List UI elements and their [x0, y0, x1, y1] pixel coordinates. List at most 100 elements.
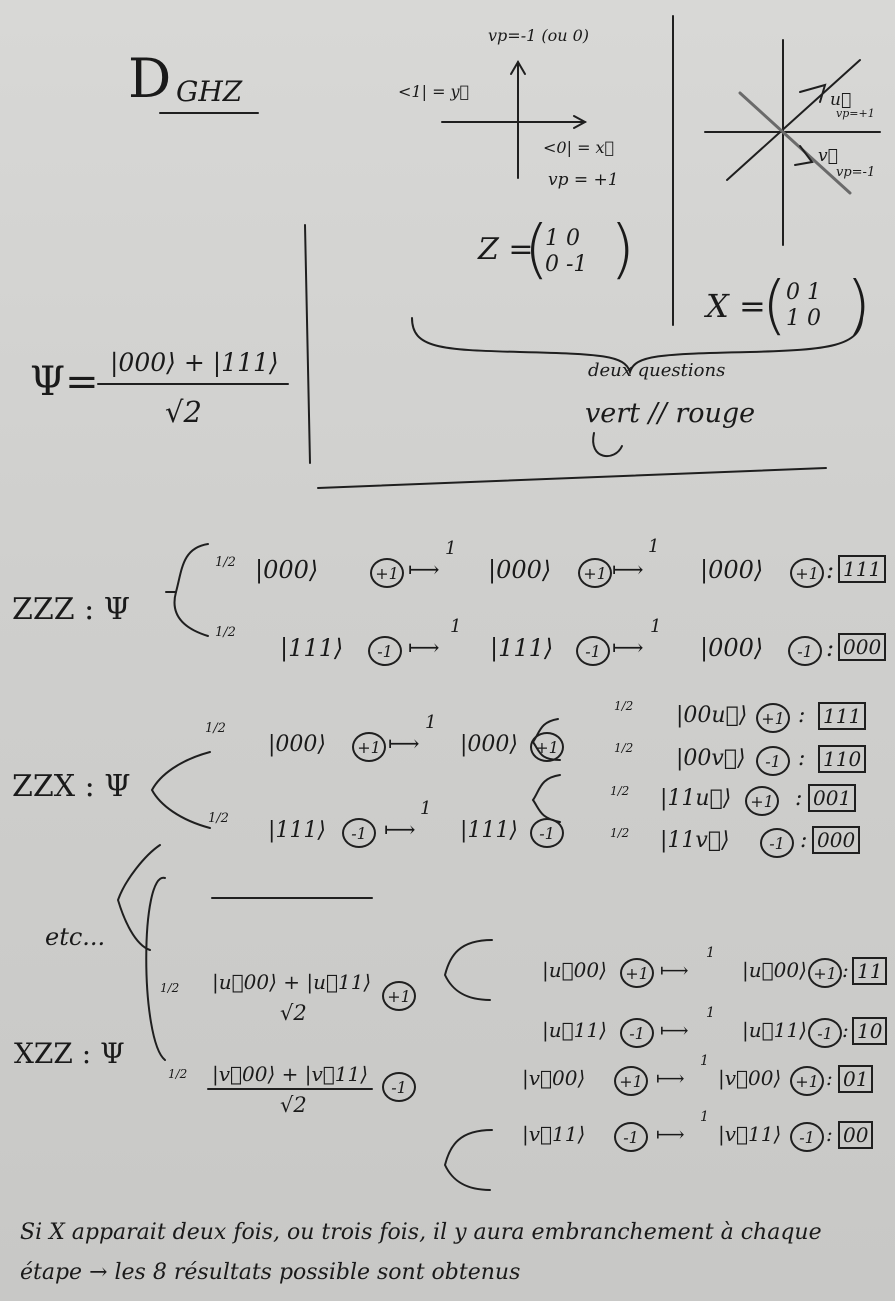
xzz-r1b1-eigen: +1 [620, 958, 654, 988]
zzx-r1-eigen2: +1 [530, 732, 564, 762]
zzz-r1-prob: 1/2 [215, 555, 236, 570]
etc-text: etc... [45, 923, 106, 951]
zzz-r2-eigen2: -1 [576, 636, 610, 666]
zzz-r2-eigen3: -1 [788, 636, 822, 666]
zzz-r2-state1: |111⟩ [280, 634, 344, 662]
xzz-r2-prob: 1/2 [168, 1067, 188, 1081]
zzx-r2b1-colon: : [795, 786, 803, 811]
zzx-label: ZZX : Ψ [12, 769, 131, 804]
xzz-r1-denominator: √2 [280, 1001, 307, 1025]
xzz-r1b1-state: |u⃗00⟩ [542, 958, 607, 982]
zzz-r1-state2: |000⟩ [488, 556, 552, 584]
zzz-r2-arrow2: ⟼ [612, 636, 644, 661]
xzz-r1b2-result: 10 [852, 1017, 888, 1045]
axis-top-label: vp=-1 (ou 0) [488, 26, 590, 45]
xzz-r2b2-state: |v⃗11⟩ [522, 1122, 586, 1146]
axis-left-label: <1| = y⃗ [398, 82, 470, 101]
u-vp-label: vp=+1 [836, 107, 875, 120]
zzz-r1-arrow1: ⟼ [408, 558, 440, 583]
xzz-r2-denominator: √2 [280, 1093, 307, 1117]
xzz-r1b2-eigen: -1 [620, 1018, 654, 1048]
zzz-r2-arrow1-label: 1 [450, 616, 462, 637]
xzz-r1-prob: 1/2 [160, 981, 180, 995]
psi-symbol: Ψ= [30, 359, 99, 405]
zzz-r1-arrow2-label: 1 [648, 536, 660, 557]
zzx-r1-state1: |000⟩ [268, 732, 326, 757]
title-ghz: GHZ [176, 75, 243, 108]
zzz-r2-eigen1: -1 [368, 636, 402, 666]
zzx-r2-prob: 1/2 [208, 811, 229, 826]
zzz-r1-eigen1: +1 [370, 558, 404, 588]
psi-numerator: |000⟩ + |111⟩ [110, 348, 279, 377]
xzz-r2b1-eigen: +1 [614, 1066, 648, 1096]
xzz-r1b1-state2: |u⃗00⟩ [742, 958, 807, 982]
zzz-r1-colon: : [826, 556, 835, 584]
questions-line2: vert // rouge [585, 398, 756, 429]
zzx-r1b2-state: |00v⃗⟩ [676, 746, 746, 771]
xzz-r1b1-arrow-label: 1 [706, 945, 715, 961]
zzx-r1-prob: 1/2 [205, 721, 226, 736]
zzz-r2-colon: : [826, 634, 835, 662]
footer-line1: Si X apparait deux fois, ou trois fois, … [20, 1220, 822, 1245]
xzz-r1b2-arrow: ⟼ [660, 1018, 689, 1042]
xzz-r1b2-arrow-label: 1 [706, 1005, 715, 1021]
z-matrix-rparen: ) [610, 213, 635, 287]
zzx-r1-arrow-label: 1 [425, 712, 437, 733]
xzz-r1b1-colon: : [842, 958, 849, 982]
xzz-r1b2-state: |u⃗11⟩ [542, 1018, 607, 1042]
axis-right-label: <0| = x⃗ [543, 138, 615, 157]
zzz-r2-arrow1: ⟼ [408, 636, 440, 661]
zzx-r1b2-colon: : [798, 746, 806, 771]
xzz-r2-numerator: |v⃗00⟩ + |v⃗11⟩ [212, 1062, 369, 1086]
zzx-r2b2-prob: 1/2 [610, 826, 630, 840]
zzx-r2b1-result: 001 [808, 784, 857, 812]
zzx-r1b2-eigen: -1 [756, 746, 790, 776]
x-matrix-lparen: ( [762, 269, 787, 343]
xzz-r1b2-colon: : [842, 1018, 849, 1042]
zzz-label: ZZZ : Ψ [12, 592, 131, 627]
zzx-r1b2-prob: 1/2 [614, 741, 634, 755]
xzz-r1b1-eigen2: +1 [808, 958, 842, 988]
xzz-r1-eigen: +1 [382, 981, 416, 1011]
xzz-r1b1-arrow: ⟼ [660, 958, 689, 982]
psi-denominator: √2 [165, 395, 202, 429]
zzz-r2-state2: |111⟩ [490, 634, 554, 662]
zzx-r2-state2: |111⟩ [460, 818, 518, 843]
xzz-r2-eigen: -1 [382, 1072, 416, 1102]
zzx-r2-eigen2: -1 [530, 818, 564, 848]
x-matrix: 0 1 1 0 [786, 280, 821, 333]
footer-line2: étape → les 8 résultats possible sont ob… [20, 1260, 521, 1285]
z-matrix: 1 0 0 -1 [545, 226, 587, 279]
zzx-r2-arrow-label: 1 [420, 798, 432, 819]
zzx-r2-eigen1: -1 [342, 818, 376, 848]
z-matrix-row2: 0 -1 [545, 252, 588, 278]
v-vp-label: vp=-1 [836, 165, 876, 180]
axis-bottom-label: vp = +1 [548, 170, 619, 190]
zzx-r2b1-prob: 1/2 [610, 784, 630, 798]
zzx-r1b1-colon: : [798, 703, 806, 728]
z-matrix-row1: 1 0 [545, 226, 580, 251]
zzx-r2-arrow: ⟼ [384, 818, 416, 843]
zzz-r1-state3: |000⟩ [700, 556, 764, 584]
zzx-r2b1-state: |11u⃗⟩ [660, 786, 732, 811]
xzz-r2b2-arrow: ⟼ [656, 1122, 685, 1146]
xzz-r2b2-eigen: -1 [614, 1122, 648, 1152]
xzz-r1b2-eigen2: -1 [808, 1018, 842, 1048]
zzx-r2b2-result: 000 [812, 826, 861, 854]
xzz-r2b2-result: 00 [838, 1121, 874, 1149]
zzx-r1-eigen1: +1 [352, 732, 386, 762]
x-matrix-name: X = [706, 287, 766, 325]
xzz-r2b1-colon: : [826, 1066, 833, 1090]
zzx-r2b2-eigen: -1 [760, 828, 794, 858]
zzz-r1-arrow2: ⟼ [612, 558, 644, 583]
zzx-r1b2-result: 110 [818, 745, 867, 773]
questions-line1: deux questions [588, 360, 726, 381]
zzz-r2-prob: 1/2 [215, 625, 236, 640]
xzz-r2b2-state2: |v⃗11⟩ [718, 1122, 782, 1146]
x-matrix-row2: 1 0 [786, 306, 821, 332]
x-matrix-row1: 0 1 [786, 280, 821, 305]
zzx-r2b2-state: |11v⃗⟩ [660, 828, 730, 853]
x-matrix-rparen: ) [846, 269, 871, 343]
